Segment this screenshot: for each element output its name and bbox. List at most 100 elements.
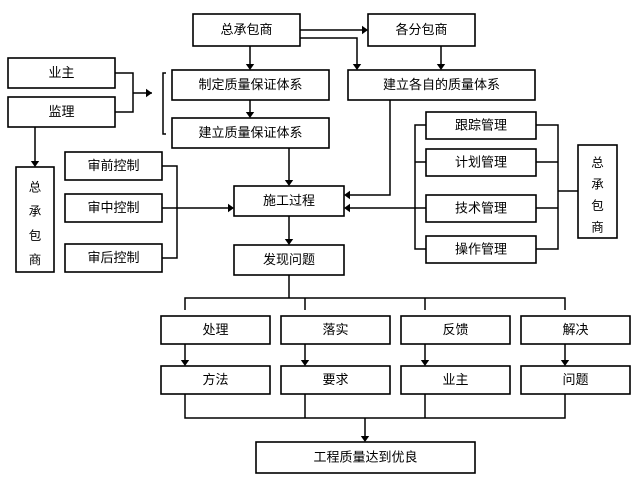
node-post-review-control[interactable]: 审后控制 xyxy=(64,243,163,273)
node-label: 解决 xyxy=(562,323,588,338)
node-label: 监理 xyxy=(48,105,74,120)
node-label: 建立各自的质量体系 xyxy=(383,77,500,93)
node-box[interactable] xyxy=(400,315,511,345)
node-label: 施工过程 xyxy=(263,194,315,209)
connector-line xyxy=(536,124,578,250)
node-box[interactable] xyxy=(255,441,476,474)
node-box[interactable] xyxy=(64,193,163,223)
node-box[interactable] xyxy=(520,315,631,345)
node-box[interactable] xyxy=(15,166,55,273)
node-general-contractor-top[interactable]: 总承包商 xyxy=(192,13,301,47)
node-box[interactable] xyxy=(171,69,330,101)
node-label: 审后控制 xyxy=(87,251,139,266)
node-box[interactable] xyxy=(64,243,163,273)
arrow-head-icon xyxy=(180,360,190,366)
node-establish-own-quality-system[interactable]: 建立各自的质量体系 xyxy=(347,69,536,101)
node-box[interactable] xyxy=(280,315,391,345)
node-tracking-management[interactable]: 跟踪管理 xyxy=(425,111,537,140)
node-label: 技术管理 xyxy=(455,202,507,217)
node-quality-excellent[interactable]: 工程质量达到优良 xyxy=(255,441,476,474)
node-label: 总承包商 xyxy=(591,155,604,234)
node-handle[interactable]: 处理 xyxy=(160,315,271,345)
arrow-head-icon xyxy=(362,25,368,35)
connector-gc-to-subcontractors xyxy=(300,25,368,35)
node-box[interactable] xyxy=(520,365,631,395)
node-general-contractor-left[interactable]: 总承包商 xyxy=(15,166,55,273)
arrow-head-icon xyxy=(560,360,570,366)
connector-construction-to-find-problem xyxy=(284,216,294,245)
node-box[interactable] xyxy=(7,57,116,89)
node-box[interactable] xyxy=(425,111,537,140)
node-implement[interactable]: 落实 xyxy=(280,315,391,345)
arrow-head-icon xyxy=(360,436,370,442)
connector-resolve-to-problem xyxy=(560,344,570,366)
connector-owner-supervisor-to-systems xyxy=(115,72,166,135)
node-box[interactable] xyxy=(347,69,536,101)
connector-line xyxy=(350,124,426,250)
node-box[interactable] xyxy=(233,244,345,276)
node-box[interactable] xyxy=(425,235,537,264)
connector-subcontractors-to-establish-own xyxy=(436,46,446,70)
node-pre-review-control[interactable]: 审前控制 xyxy=(64,151,163,181)
node-requirement[interactable]: 要求 xyxy=(280,365,391,395)
node-box[interactable] xyxy=(160,315,271,345)
node-label: 问题 xyxy=(562,373,588,388)
connector-line xyxy=(184,394,566,436)
node-establish-quality-system[interactable]: 建立质量保证体系 xyxy=(171,117,330,149)
node-technical-management[interactable]: 技术管理 xyxy=(425,194,537,223)
connector-line xyxy=(115,72,166,135)
node-box[interactable] xyxy=(64,151,163,181)
node-label: 制定质量保证体系 xyxy=(198,78,302,93)
node-label: 方法 xyxy=(202,372,228,388)
node-subcontractors[interactable]: 各分包商 xyxy=(367,13,476,47)
node-supervisor[interactable]: 监理 xyxy=(7,96,116,128)
connector-establish-own-to-construction xyxy=(344,100,391,200)
connector-establish-to-construction xyxy=(284,148,294,186)
node-owner-bottom[interactable]: 业主 xyxy=(400,365,511,395)
node-plan-management[interactable]: 计划管理 xyxy=(425,148,537,177)
node-problem[interactable]: 问题 xyxy=(520,365,631,395)
node-box[interactable] xyxy=(577,144,618,239)
node-formulate-quality-system[interactable]: 制定质量保证体系 xyxy=(171,69,330,101)
node-label: 工程质量达到优良 xyxy=(313,450,417,466)
node-box[interactable] xyxy=(367,13,476,47)
node-box[interactable] xyxy=(280,365,391,395)
node-feedback[interactable]: 反馈 xyxy=(400,315,511,345)
arrow-head-icon xyxy=(420,360,430,366)
node-find-problem[interactable]: 发现问题 xyxy=(233,244,345,276)
node-label: 发现问题 xyxy=(263,252,315,268)
node-box[interactable] xyxy=(160,365,271,395)
connector-gc-right-to-management xyxy=(536,124,578,250)
arrow-head-icon xyxy=(146,88,152,98)
node-label: 反馈 xyxy=(442,323,468,338)
node-method[interactable]: 方法 xyxy=(160,365,271,395)
node-mid-review-control[interactable]: 审中控制 xyxy=(64,193,163,223)
node-owner[interactable]: 业主 xyxy=(7,57,116,89)
connector-implement-to-requirement xyxy=(300,344,310,366)
node-box[interactable] xyxy=(425,194,537,223)
node-box[interactable] xyxy=(7,96,116,128)
node-layer: 总承包商各分包商业主监理制定质量保证体系建立各自的质量体系建立质量保证体系总承包… xyxy=(7,13,631,474)
arrow-head-icon xyxy=(344,190,350,200)
node-construction-process[interactable]: 施工过程 xyxy=(233,185,345,217)
node-resolve[interactable]: 解决 xyxy=(520,315,631,345)
node-label: 业主 xyxy=(48,66,74,81)
connector-gc-to-establish-own xyxy=(300,37,362,70)
connector-line xyxy=(184,275,566,310)
node-box[interactable] xyxy=(233,185,345,217)
connector-formulate-to-establish xyxy=(245,100,255,118)
connector-feedback-to-owner xyxy=(420,344,430,366)
node-operation-management[interactable]: 操作管理 xyxy=(425,235,537,264)
node-box[interactable] xyxy=(171,117,330,149)
node-general-contractor-right[interactable]: 总承包商 xyxy=(577,144,618,239)
node-label: 建立质量保证体系 xyxy=(198,126,302,141)
node-label: 落实 xyxy=(322,323,348,338)
node-box[interactable] xyxy=(425,148,537,177)
node-box[interactable] xyxy=(400,365,511,395)
arrow-head-icon xyxy=(245,112,255,118)
arrow-head-icon xyxy=(352,64,362,70)
arrow-head-icon xyxy=(284,180,294,186)
connector-handle-to-method xyxy=(180,344,190,366)
node-box[interactable] xyxy=(192,13,301,47)
